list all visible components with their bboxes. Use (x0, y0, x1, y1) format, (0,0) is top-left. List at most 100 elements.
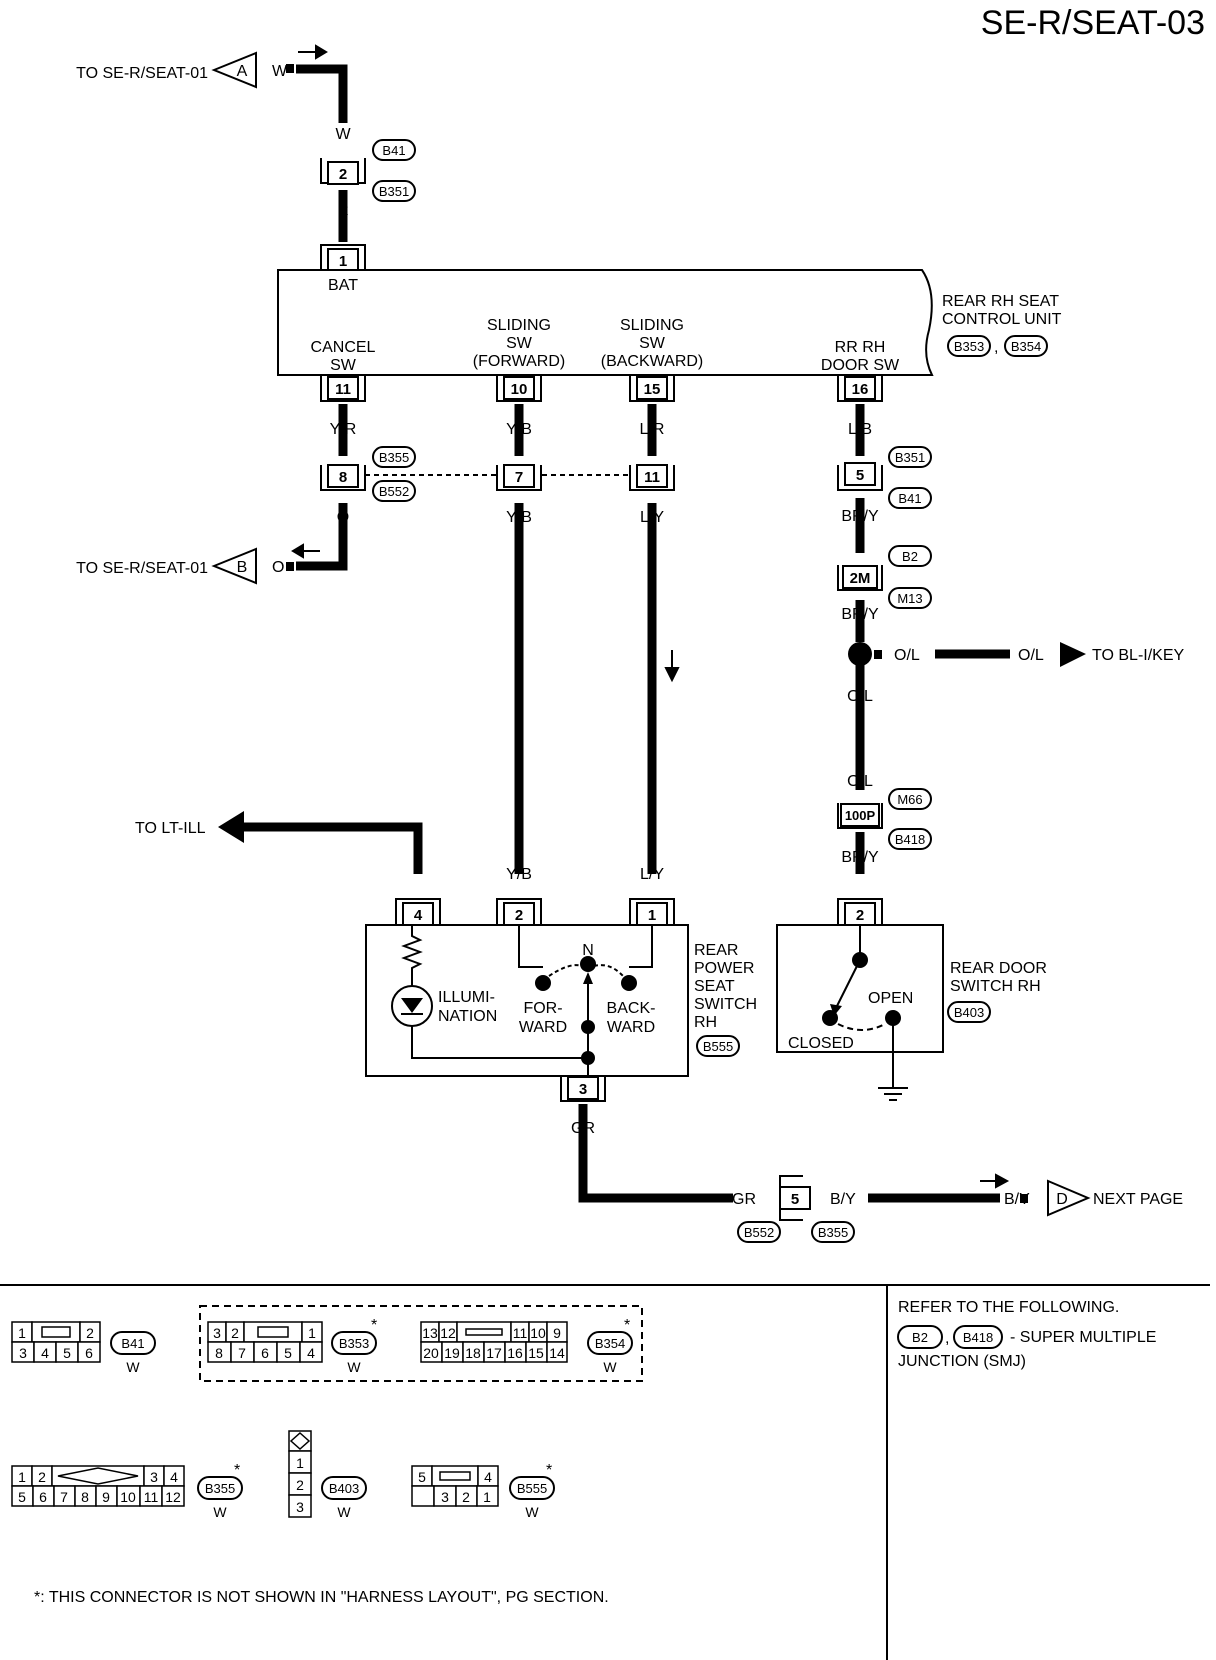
svg-text:1: 1 (18, 1325, 26, 1341)
svg-text:B552: B552 (379, 484, 409, 499)
svg-text:19: 19 (444, 1345, 460, 1361)
legend-b41: 1 2 3 4 5 6 B41 W (11, 1321, 156, 1375)
wire-tab (286, 64, 294, 73)
svg-text:W: W (335, 126, 351, 143)
connector-pin5: 5 (837, 462, 883, 491)
flag-d[interactable]: B/Y D NEXT PAGE (1004, 1179, 1183, 1217)
svg-text:9: 9 (102, 1489, 110, 1505)
svg-text:SEAT: SEAT (694, 978, 735, 995)
wire-label-ol-1: O/L (894, 647, 920, 664)
svg-text:B41: B41 (121, 1336, 144, 1351)
wire-labels: W R Y/R Y/B L/R L/B O Y/B L/Y BR/Y BR/Y … (330, 126, 879, 1137)
svg-text:(BACKWARD): (BACKWARD) (601, 353, 704, 370)
svg-text:3: 3 (579, 1081, 587, 1098)
svg-text:FOR-: FOR- (523, 1000, 562, 1017)
svg-text:,: , (945, 1330, 949, 1347)
svg-text:B555: B555 (703, 1039, 733, 1054)
connector-pin7: 7 (496, 464, 542, 491)
wire-label-w: W (272, 63, 288, 80)
svg-text:12: 12 (165, 1489, 181, 1505)
svg-text:POWER: POWER (694, 960, 754, 977)
svg-text:2M: 2M (850, 570, 871, 587)
svg-text:16: 16 (852, 381, 869, 398)
svg-text:WARD: WARD (519, 1019, 567, 1036)
svg-text:B418: B418 (895, 832, 925, 847)
arrow-to-bl-key-icon (1060, 642, 1086, 667)
connector-pin11b: 11 (629, 464, 675, 491)
connector-door2: 2 (837, 898, 883, 926)
legend-divider (0, 1284, 1210, 1660)
footnote: *: THIS CONNECTOR IS NOT SHOWN IN "HARNE… (34, 1589, 609, 1606)
svg-text:B354: B354 (595, 1336, 625, 1351)
svg-text:15: 15 (644, 381, 661, 398)
resistor-icon (401, 925, 423, 983)
connector-bot5: 5 (779, 1175, 811, 1221)
svg-text:B351: B351 (379, 184, 409, 199)
connector-sw2: 2 (496, 898, 542, 926)
svg-text:11: 11 (513, 1325, 528, 1341)
svg-text:M66: M66 (897, 792, 922, 807)
svg-text:SW: SW (639, 335, 666, 352)
svg-text:W: W (347, 1359, 361, 1375)
control-unit-name-1: REAR RH SEAT (942, 293, 1059, 310)
svg-text:2: 2 (86, 1325, 94, 1341)
svg-text:Y/R: Y/R (330, 421, 357, 438)
svg-text:Y/B: Y/B (506, 421, 532, 438)
legend-b355: 1 2 3 4 5 6 7 8 9 10 11 12 B355 W * (11, 1462, 243, 1520)
svg-text:3: 3 (150, 1469, 158, 1485)
svg-text:B552: B552 (744, 1225, 774, 1240)
svg-text:1: 1 (483, 1489, 491, 1505)
door-switch-name-1: REAR DOOR (950, 960, 1047, 977)
svg-text:O/L: O/L (847, 773, 873, 790)
svg-text:W: W (213, 1504, 227, 1520)
svg-text:10: 10 (530, 1325, 546, 1341)
svg-text:*: * (234, 1462, 240, 1479)
svg-text:2: 2 (462, 1489, 470, 1505)
svg-text:1: 1 (308, 1325, 316, 1341)
connector-sw4: 4 (395, 898, 441, 926)
legend-b353: 3 2 1 8 7 6 5 4 B353 W * (207, 1317, 377, 1375)
svg-text:REFER TO THE FOLLOWING.: REFER TO THE FOLLOWING. (898, 1299, 1119, 1316)
svg-text:(FORWARD): (FORWARD) (473, 353, 565, 370)
svg-text:B2: B2 (912, 1330, 928, 1345)
svg-text:100P: 100P (845, 808, 876, 823)
flag-a[interactable]: TO SE-R/SEAT-01 A W (76, 51, 288, 89)
svg-text:W: W (126, 1359, 140, 1375)
svg-text:BR/Y: BR/Y (841, 606, 879, 623)
svg-text:*: * (371, 1317, 377, 1334)
svg-text:3: 3 (213, 1325, 221, 1341)
flag-b-icon (211, 547, 257, 585)
svg-text:7: 7 (238, 1345, 246, 1361)
svg-text:GR: GR (571, 1120, 595, 1137)
svg-text:B41: B41 (898, 491, 921, 506)
svg-text:RH: RH (694, 1014, 717, 1031)
svg-text:- SUPER MULTIPLE: - SUPER MULTIPLE (1010, 1329, 1156, 1346)
wire-w-top (296, 64, 348, 123)
svg-text:W: W (525, 1504, 539, 1520)
svg-text:6: 6 (39, 1489, 47, 1505)
svg-text:3: 3 (19, 1345, 27, 1361)
svg-text:NATION: NATION (438, 1008, 497, 1025)
svg-text:Y/B: Y/B (506, 866, 532, 883)
svg-text:8: 8 (81, 1489, 89, 1505)
legend-b403: 1 2 3 B403 W (288, 1430, 367, 1520)
svg-text:4: 4 (307, 1345, 315, 1361)
svg-text:3: 3 (441, 1489, 449, 1505)
svg-text:B403: B403 (954, 1005, 984, 1020)
flag-b[interactable]: TO SE-R/SEAT-01 B O (76, 547, 284, 585)
svg-text:4: 4 (414, 907, 423, 924)
svg-text:8: 8 (339, 469, 347, 486)
svg-text:5: 5 (284, 1345, 292, 1361)
svg-text:L/B: L/B (848, 421, 872, 438)
svg-text:DOOR SW: DOOR SW (821, 357, 900, 374)
connector-100p: 100P (837, 803, 883, 829)
svg-text:B418: B418 (963, 1330, 993, 1345)
id-comma: , (994, 339, 998, 356)
connector-pin16: 16 (837, 376, 883, 402)
svg-text:20: 20 (423, 1345, 439, 1361)
svg-text:18: 18 (465, 1345, 481, 1361)
svg-text:RR RH: RR RH (835, 339, 886, 356)
svg-text:B354: B354 (1011, 339, 1041, 354)
svg-text:REAR: REAR (694, 942, 738, 959)
